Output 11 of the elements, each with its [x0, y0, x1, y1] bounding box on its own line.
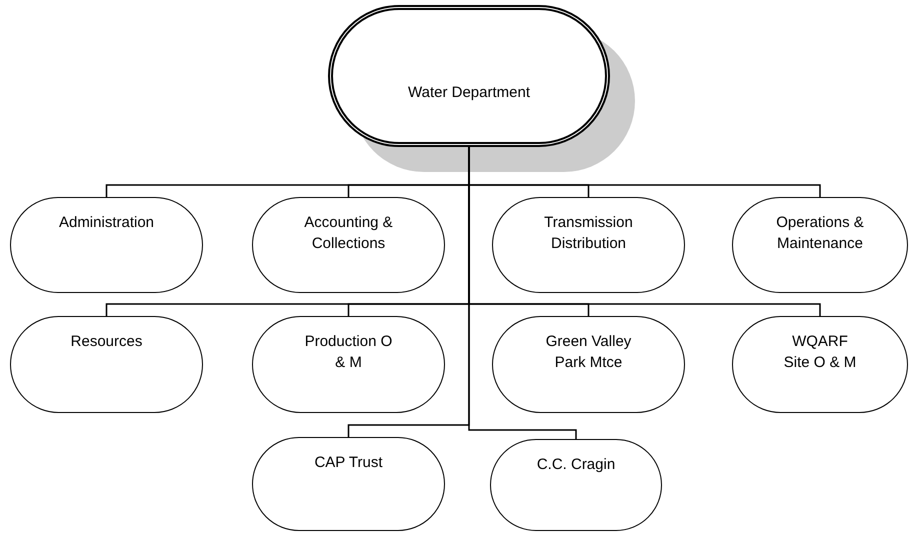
- unit-name: C.C. Cragin: [536, 455, 616, 475]
- unit-name: WQARF Site O & M: [782, 332, 858, 373]
- unit-name: Water Department: [407, 83, 531, 103]
- unit-name: Resources: [70, 332, 144, 352]
- unit-name: Accounting & Collections: [303, 213, 394, 254]
- unit-name: CAP Trust: [313, 453, 384, 473]
- unit-name: Green Valley Park Mtce: [544, 332, 632, 373]
- unit-name: Transmission Distribution: [543, 213, 634, 254]
- unit-name: Administration: [58, 213, 156, 233]
- unit-name: Production O & M: [304, 332, 394, 373]
- unit-name: Operations & Maintenance: [775, 213, 865, 254]
